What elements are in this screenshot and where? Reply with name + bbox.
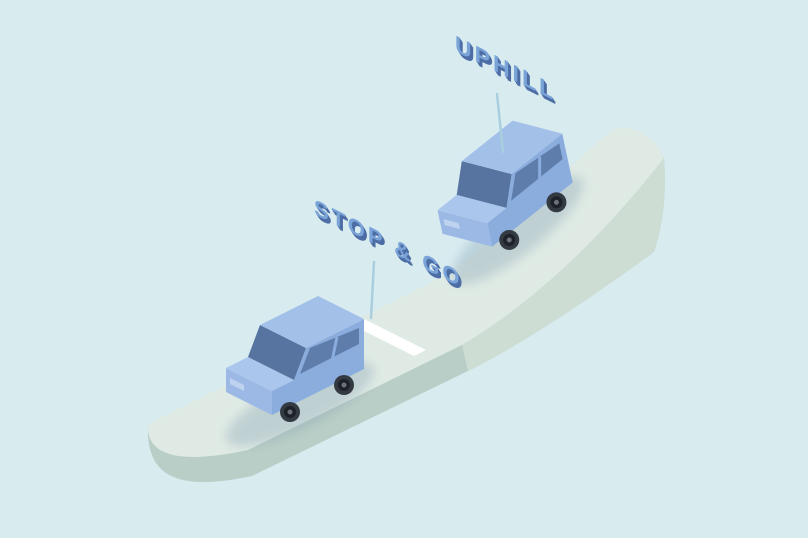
stop-go-leader-line (369, 260, 376, 320)
uphill-leader-line (495, 92, 505, 154)
stop-line-marking (350, 318, 426, 356)
ramp-slope-face (462, 158, 665, 371)
